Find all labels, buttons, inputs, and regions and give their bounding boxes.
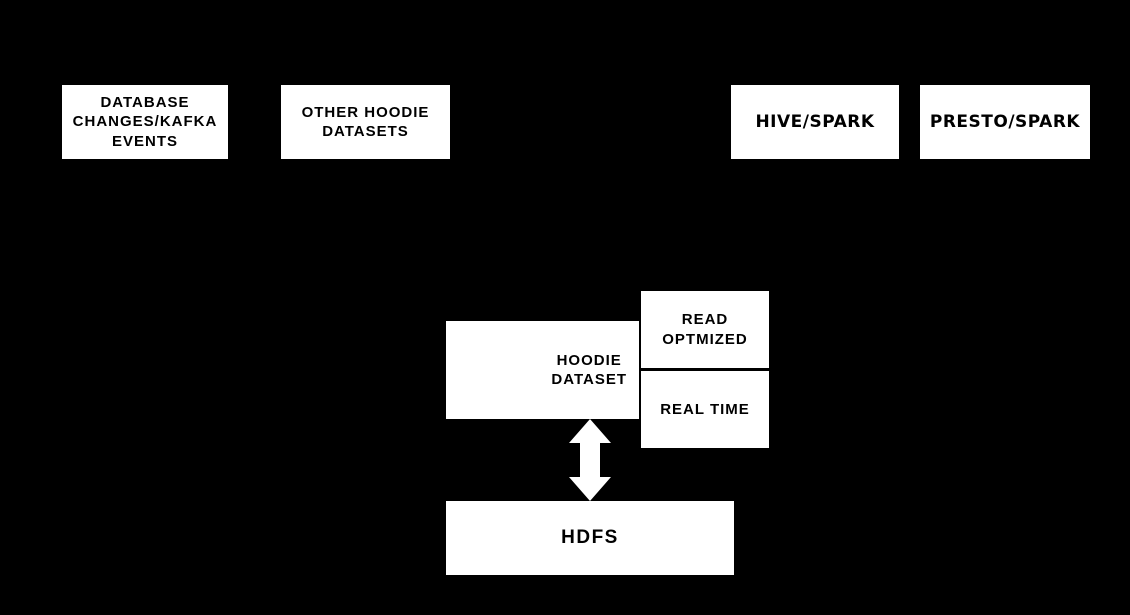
node-hive-spark-label: HIVE/SPARK — [755, 112, 875, 132]
node-presto-spark: PRESTO/SPARK — [920, 85, 1090, 159]
node-read-optimized-label: READ OPTMIZED — [662, 311, 748, 348]
node-hoodie-dataset: HOODIE DATASET — [446, 321, 639, 419]
node-hive-spark: HIVE/SPARK — [731, 85, 899, 159]
node-database-changes-kafka-events-label: DATABASE CHANGES/KAFKA EVENTS — [72, 93, 218, 150]
node-hoodie-dataset-label: HOODIE DATASET — [551, 351, 627, 389]
node-other-hoodie-datasets: OTHER HOODIE DATASETS — [281, 85, 450, 159]
node-read-optimized: READ OPTMIZED — [641, 291, 769, 368]
bidirectional-arrow-icon — [569, 419, 611, 501]
node-hdfs-label: HDFS — [561, 526, 619, 548]
node-real-time: REAL TIME — [641, 371, 769, 448]
node-real-time-label: REAL TIME — [660, 400, 750, 418]
node-hdfs: HDFS — [446, 501, 734, 575]
node-other-hoodie-datasets-label: OTHER HOODIE DATASETS — [301, 103, 430, 141]
node-database-changes-kafka-events: DATABASE CHANGES/KAFKA EVENTS — [62, 85, 228, 159]
node-presto-spark-label: PRESTO/SPARK — [929, 112, 1081, 132]
